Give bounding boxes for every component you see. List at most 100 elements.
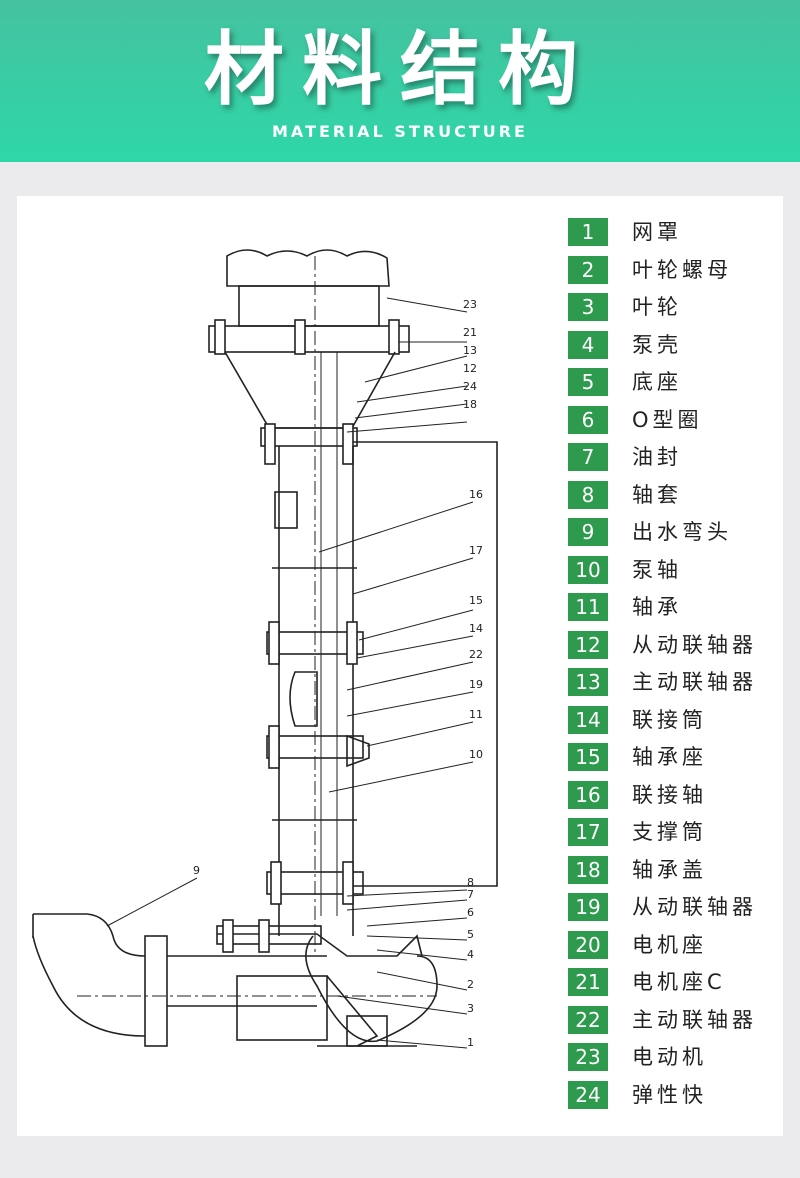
legend-name: 电机座C	[632, 970, 726, 994]
legend-item: 23 电动机	[568, 1043, 788, 1071]
legend-number: 23	[568, 1043, 608, 1071]
legend-number: 16	[568, 780, 608, 809]
legend-number: 2	[568, 255, 608, 284]
legend-item: 12 从动联轴器	[568, 630, 788, 659]
legend-name: 主动联轴器	[632, 1007, 757, 1032]
drawing-label-3: 3	[467, 1002, 474, 1015]
legend-item: 9 出水弯头	[568, 518, 788, 546]
legend-name: 底座	[632, 370, 682, 394]
legend-name: 主动联轴器	[632, 670, 757, 694]
drawing-label-16: 16	[469, 488, 483, 501]
legend-item: 1 网罩	[568, 218, 788, 246]
legend-item: 14 联接筒	[568, 705, 788, 734]
legend-number: 17	[568, 818, 608, 846]
drawing-label-13: 13	[463, 344, 477, 357]
legend-name: 联接轴	[632, 782, 707, 807]
drawing-label-24: 24	[463, 380, 477, 393]
legend-number: 8	[568, 480, 608, 509]
drawing-label-15: 15	[469, 594, 483, 607]
header-banner: 材料结构 MATERIAL STRUCTURE	[0, 0, 800, 162]
legend-item: 24 弹性快	[568, 1080, 788, 1109]
legend-item: 20 电机座	[568, 930, 788, 959]
legend-number: 19	[568, 893, 608, 921]
legend-name: 联接筒	[632, 707, 707, 732]
legend-name: 支撑筒	[632, 820, 707, 844]
legend-item: 10 泵轴	[568, 555, 788, 584]
drawing-label-23: 23	[463, 298, 477, 311]
legend-number: 24	[568, 1080, 608, 1109]
pump-structure-drawing: 23 21 13 12 24 18 16 17 15 1 4 22 19 11 1…	[32, 249, 498, 1049]
legend-item: 11 轴承	[568, 593, 788, 621]
legend-number: 18	[568, 855, 608, 884]
legend-name: 泵轴	[632, 557, 682, 582]
legend-name: 弹性快	[632, 1082, 707, 1107]
legend-name: 轴承座	[632, 745, 707, 769]
legend-number: 14	[568, 705, 608, 734]
legend-name: 轴承盖	[632, 857, 707, 882]
legend-item: 18 轴承盖	[568, 855, 788, 884]
legend-item: 5 底座	[568, 368, 788, 396]
legend-number: 20	[568, 930, 608, 959]
drawing-label-18: 18	[463, 398, 477, 411]
legend-number: 1	[568, 218, 608, 246]
legend-name: 叶轮	[632, 295, 682, 319]
legend-number: 12	[568, 630, 608, 659]
legend-number: 9	[568, 518, 608, 546]
legend-name: 从动联轴器	[632, 895, 757, 919]
legend-number: 5	[568, 368, 608, 396]
legend-name: 出水弯头	[632, 520, 732, 544]
diagram-panel: 23 21 13 12 24 18 16 17 15 14 22 19 11 1…	[17, 196, 783, 1136]
legend-name: 叶轮螺母	[632, 257, 732, 282]
drawing-label-19: 19	[469, 678, 483, 691]
legend-number: 3	[568, 293, 608, 321]
legend-number: 7	[568, 443, 608, 471]
drawing-label-22: 22	[469, 648, 483, 661]
drawing-label-11: 11	[469, 708, 483, 721]
drawing-label-5: 5	[467, 928, 474, 941]
legend-number: 11	[568, 593, 608, 621]
legend-item: 8 轴套	[568, 480, 788, 509]
legend-name: 油封	[632, 445, 682, 469]
page-subtitle: MATERIAL STRUCTURE	[272, 122, 528, 141]
legend-number: 4	[568, 330, 608, 359]
drawing-label-10: 10	[469, 748, 483, 761]
drawing-label-12: 12	[463, 362, 477, 375]
legend-name: 电动机	[632, 1045, 707, 1069]
legend-item: 6 O型圈	[568, 405, 788, 434]
motor-flange	[208, 325, 410, 353]
legend-number: 22	[568, 1005, 608, 1034]
legend-name: 网罩	[632, 220, 682, 244]
legend-number: 10	[568, 555, 608, 584]
legend-item: 7 油封	[568, 443, 788, 471]
legend-item: 13 主动联轴器	[568, 668, 788, 696]
legend-item: 21 电机座C	[568, 968, 788, 996]
legend-name: 轴承	[632, 595, 682, 619]
page-title: 材料结构	[204, 23, 596, 116]
legend-name: 泵壳	[632, 332, 682, 357]
upper-flange	[260, 427, 358, 447]
legend-name: 轴套	[632, 482, 682, 507]
legend-item: 19 从动联轴器	[568, 893, 788, 921]
legend-name: O型圈	[632, 407, 703, 432]
legend-number: 15	[568, 743, 608, 771]
legend-name: 从动联轴器	[632, 632, 757, 657]
drawing-label-1: 1	[467, 1036, 474, 1049]
legend-item: 15 轴承座	[568, 743, 788, 771]
drawing-label-17: 17	[469, 544, 483, 557]
drawing-label-6: 6	[467, 906, 474, 919]
legend-item: 17 支撑筒	[568, 818, 788, 846]
drawing-label-9: 9	[193, 864, 200, 877]
legend-item: 4 泵壳	[568, 330, 788, 359]
legend-item: 22 主动联轴器	[568, 1005, 788, 1034]
legend-number: 6	[568, 405, 608, 434]
motor-cap-shape	[226, 249, 390, 287]
legend-item: 2 叶轮螺母	[568, 255, 788, 284]
legend-item: 16 联接轴	[568, 780, 788, 809]
drawing-label-7: 7	[467, 888, 474, 901]
legend-number: 13	[568, 668, 608, 696]
legend-number: 21	[568, 968, 608, 996]
drawing-label-4: 4	[467, 948, 474, 961]
legend-name: 电机座	[632, 932, 707, 957]
drawing-label-8: 8	[467, 876, 474, 889]
drawing-label-21: 21	[463, 326, 477, 339]
